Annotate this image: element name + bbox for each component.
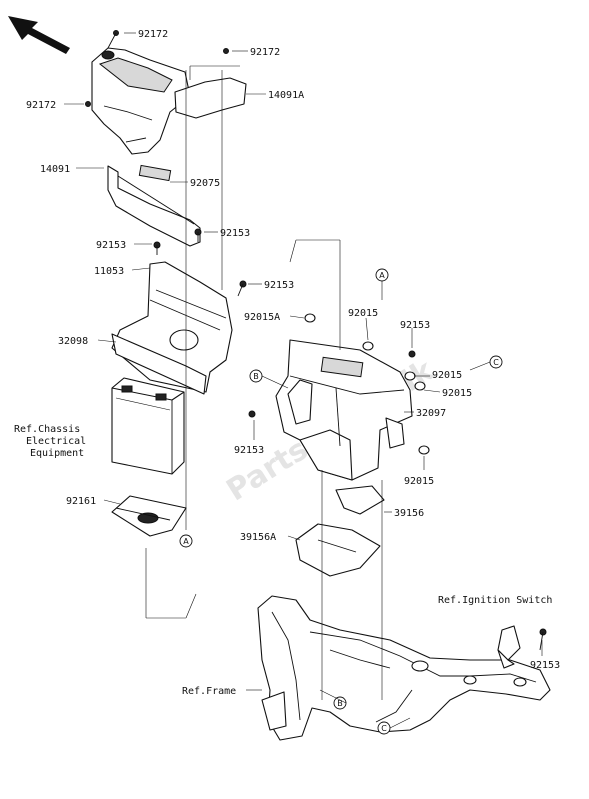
bolt-92153-a [153, 241, 161, 255]
callout-92172-mid: 92172 [250, 47, 280, 58]
callout-92015-c: 92015 [442, 388, 472, 399]
svg-text:B: B [253, 372, 259, 381]
frame [257, 595, 551, 741]
bolt-92153-c [237, 280, 247, 297]
svg-text:A: A [183, 537, 189, 546]
callout-92161: 92161 [66, 496, 96, 507]
cover-part-14091a [91, 47, 247, 155]
callout-39156: 39156 [394, 508, 424, 519]
ref-chassis-line1: Ref.Chassis [14, 424, 80, 435]
callout-92015-d: 92015 [404, 476, 434, 487]
callout-32097: 32097 [416, 408, 446, 419]
bracket-part-14091 [107, 164, 201, 247]
ignition-switch-bracket [497, 625, 521, 669]
grommet-92015-b [404, 371, 416, 381]
ref-chassis-line3: Equipment [30, 448, 84, 459]
grommet-92015-c [414, 381, 426, 391]
box-part-32098 [111, 261, 233, 395]
marker-b1: B [249, 369, 263, 383]
ref-chassis-line2: Electrical [26, 436, 86, 447]
callout-92075: 92075 [190, 178, 220, 189]
callout-92015a: 92015A [244, 312, 280, 323]
marker-a2: A [179, 534, 193, 548]
callout-92153-e: 92153 [234, 445, 264, 456]
grommet-92015a [304, 313, 316, 323]
svg-text:C: C [493, 358, 499, 367]
marker-a1: A [375, 268, 389, 282]
bolt-92172-mid [223, 48, 229, 54]
svg-text:A: A [379, 271, 385, 280]
marker-c2: C [377, 721, 391, 735]
callout-14091: 14091 [40, 164, 70, 175]
marker-b2: B [333, 696, 347, 710]
bolt-92153-f [539, 628, 547, 651]
grommet-92015-d [418, 445, 430, 455]
bolt-92153-e [248, 410, 256, 418]
mat-part-39156a [295, 523, 381, 577]
callout-92015-a: 92015 [348, 308, 378, 319]
bolt-92153-d [408, 350, 416, 358]
callout-11053: 11053 [94, 266, 124, 277]
bolt-92172-left [85, 101, 91, 107]
grommet-92015-a [362, 341, 374, 351]
ref-frame: Ref.Frame [182, 686, 236, 697]
svg-text:C: C [381, 724, 387, 733]
leader-lines [64, 32, 543, 700]
callout-92153-f: 92153 [530, 660, 560, 671]
svg-text:B: B [337, 699, 343, 708]
front-direction-arrow-icon [8, 16, 70, 54]
callout-92153-c: 92153 [264, 280, 294, 291]
battery-case-32097 [275, 339, 413, 481]
bolt-92172-top [107, 30, 119, 49]
marker-c1: C [489, 355, 503, 369]
callout-92172-top: 92172 [138, 29, 168, 40]
ref-ignition-switch: Ref.Ignition Switch [438, 595, 552, 606]
mat-part-39156 [335, 485, 385, 515]
callout-14091a: 14091A [268, 90, 304, 101]
callout-92153-a: 92153 [96, 240, 126, 251]
battery-pad-92161 [111, 495, 187, 537]
callout-32098: 32098 [58, 336, 88, 347]
callout-92015-b: 92015 [432, 370, 462, 381]
callout-92153-b: 92153 [220, 228, 250, 239]
callout-92172-left: 92172 [26, 100, 56, 111]
battery [111, 377, 185, 475]
callout-39156a: 39156A [240, 532, 276, 543]
bolt-92153-b [194, 228, 202, 242]
callout-92153-d: 92153 [400, 320, 430, 331]
